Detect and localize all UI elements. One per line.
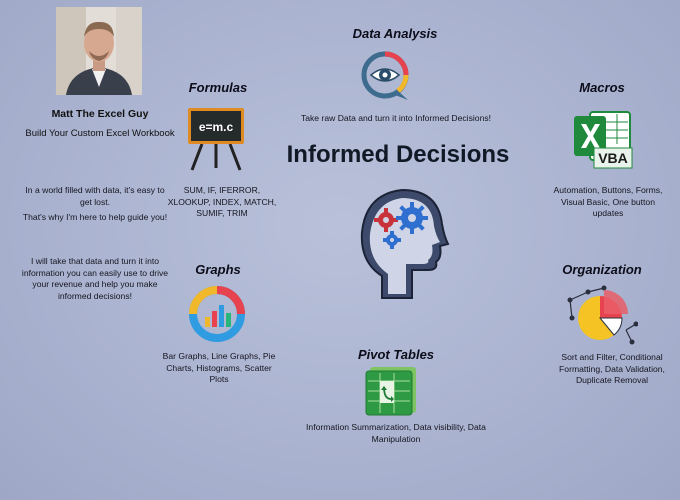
pie-chart-network-icon [566, 282, 639, 346]
data-analysis-title: Data Analysis [352, 26, 438, 41]
macros-title: Macros [579, 80, 625, 95]
eye-icon [360, 50, 414, 104]
profile-photo [56, 7, 142, 95]
intro-paragraph-1: In a world filled with data, it's easy t… [25, 185, 165, 207]
chalkboard-icon: e=m.c [186, 106, 246, 172]
pivot-tables-desc: Information Summarization, Data visibili… [306, 422, 486, 444]
intro-paragraph-2: That's why I'm here to help guide you! [22, 212, 168, 222]
profile-tagline: Build Your Custom Excel Workbook [25, 128, 175, 139]
data-analysis-desc: Take raw Data and turn it into Informed … [300, 113, 492, 123]
macros-desc: Automation, Buttons, Forms, Visual Basic… [553, 185, 663, 219]
organization-title: Organization [562, 262, 642, 277]
donut-bar-chart-icon [186, 283, 248, 345]
head-gears-icon [352, 184, 452, 300]
organization-desc: Sort and Filter, Conditional Formatting,… [559, 352, 665, 386]
chalkboard-text: e=m.c [198, 120, 234, 134]
vba-label: VBA [598, 150, 628, 166]
pivot-tables-title: Pivot Tables [357, 347, 435, 362]
excel-vba-icon: VBA [572, 108, 634, 170]
profile-name: Matt The Excel Guy [51, 108, 149, 120]
formulas-desc: SUM, IF, IFERROR, XLOOKUP, INDEX, MATCH,… [167, 185, 277, 219]
intro-paragraph-3: I will take that data and turn it into i… [21, 256, 169, 301]
graphs-desc: Bar Graphs, Line Graphs, Pie Charts, His… [162, 351, 276, 385]
formulas-title: Formulas [188, 80, 248, 95]
informed-decisions-title: Informed Decisions [286, 141, 510, 168]
pivot-table-icon [364, 365, 420, 417]
graphs-title: Graphs [195, 262, 241, 277]
